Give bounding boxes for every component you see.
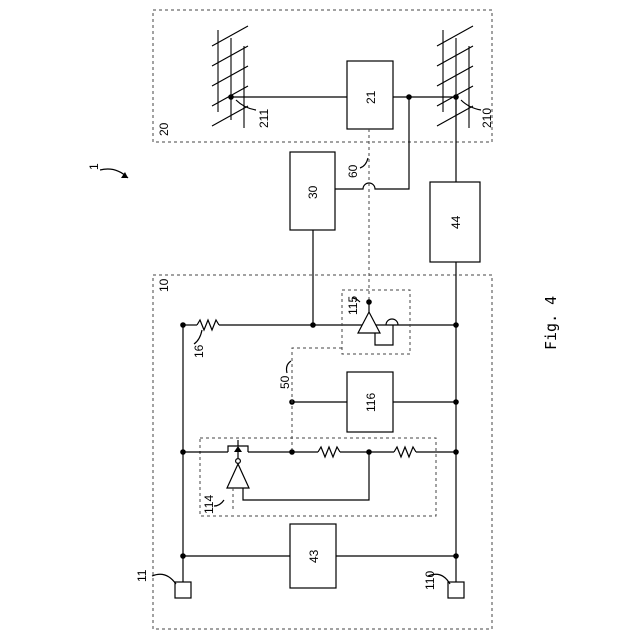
junction-dot — [453, 399, 459, 405]
unit-20-boundary — [153, 10, 492, 142]
junction-dot — [180, 553, 186, 559]
label-115: 115 — [346, 296, 360, 315]
label-114: 114 — [202, 495, 216, 514]
label-20: 20 — [157, 122, 171, 136]
junction-dot — [180, 322, 186, 328]
antenna-210-grid — [437, 26, 473, 128]
label-211: 211 — [257, 109, 271, 128]
figure-caption: Fig. 4 — [542, 296, 560, 350]
junction-dot — [289, 449, 295, 455]
junction-dot — [453, 553, 459, 559]
signal-line-50 — [292, 348, 342, 452]
junction-dot — [453, 449, 459, 455]
leader-50 — [287, 361, 292, 373]
label-43: 43 — [307, 549, 321, 563]
junction-dot — [453, 322, 459, 328]
leader-210 — [461, 100, 481, 110]
label-50: 50 — [278, 375, 292, 389]
amp-115-control-dot — [366, 299, 372, 305]
label-110: 110 — [423, 571, 437, 590]
leader-11 — [152, 574, 176, 584]
label-10: 10 — [157, 278, 171, 292]
amplifier-115 — [358, 312, 380, 333]
junction-dot — [180, 449, 186, 455]
leader-16 — [194, 330, 202, 344]
label-60: 60 — [346, 164, 360, 178]
terminal-110 — [448, 582, 464, 598]
amp-114-feedback — [243, 452, 369, 500]
label-210: 210 — [480, 108, 494, 128]
label-21: 21 — [364, 90, 378, 104]
leader-60 — [360, 158, 368, 168]
antenna-211-grid — [212, 26, 248, 128]
switch-arrow — [234, 446, 242, 452]
label-16: 16 — [192, 344, 206, 358]
label-11: 11 — [135, 569, 149, 582]
terminal-11 — [175, 582, 191, 598]
label-116: 116 — [364, 393, 378, 412]
label-44: 44 — [449, 215, 463, 229]
amplifier-114 — [227, 464, 249, 488]
leader-211 — [236, 100, 256, 110]
label-30: 30 — [306, 185, 320, 199]
resistor-114b — [394, 447, 416, 457]
antenna-211-dot — [228, 94, 234, 100]
resistor-16 — [197, 320, 219, 330]
resistor-114a — [318, 447, 340, 457]
label-1: 1 — [87, 163, 101, 170]
